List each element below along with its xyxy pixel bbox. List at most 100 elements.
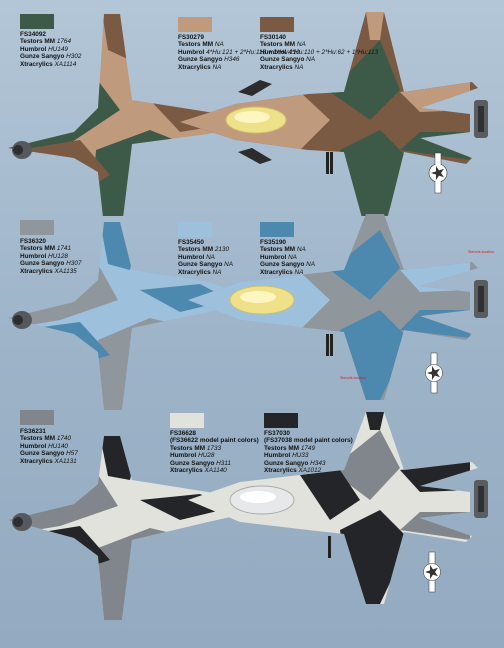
xtracrylics-value: XA1135	[54, 267, 77, 275]
legend-code: FS37030	[264, 430, 290, 437]
legend-subtitle: (FS36622 model paint colors)	[170, 437, 259, 445]
legend-code: FS35450	[178, 239, 204, 246]
testors-value: 1733	[206, 444, 222, 452]
brand-humbrol: Humbrol	[178, 253, 205, 261]
legend-fs37030: FS37030 (FS37038 model paint colors) Tes…	[264, 430, 353, 474]
brand-xtracrylics: Xtracrylics	[178, 63, 211, 71]
brand-xtracrylics: Xtracrylics	[178, 268, 211, 276]
gunze-value: NA	[306, 56, 316, 64]
brand-humbrol: Humbrol	[178, 48, 205, 56]
humbrol-value: HU33	[292, 452, 309, 460]
legend-code: FS36231	[20, 428, 46, 435]
swatch-fs37030	[264, 413, 298, 428]
testors-value: NA	[214, 41, 224, 49]
brand-xtracrylics: Xtracrylics	[264, 467, 297, 475]
legend-code: FS30279	[178, 34, 204, 41]
brand-humbrol: Humbrol	[260, 48, 287, 56]
gunze-value: NA	[306, 261, 316, 269]
legend-fs36628: FS36628 (FS36622 model paint colors) Tes…	[170, 430, 259, 474]
xtracrylics-value: XA1114	[54, 60, 77, 68]
brand-testors: Testors MM	[178, 41, 214, 49]
swatch-fs36231	[20, 410, 54, 425]
gunze-value: H57	[66, 450, 78, 458]
testors-value: NA	[296, 41, 306, 49]
gunze-value: NA	[224, 261, 234, 269]
legend-fs30140: FS30140 Testors MM NA Humbrol 4*Hu:110 +…	[260, 34, 378, 71]
humbrol-value: 4*Hu:110 + 2*Hu:62 + 1*Hu:113	[288, 48, 379, 56]
brand-gunze: Gunze Sangyo	[20, 450, 65, 458]
gunze-value: H307	[66, 260, 82, 268]
brand-humbrol: Humbrol	[20, 442, 47, 450]
swatch-fs30279	[178, 17, 212, 32]
legend-fs35450: FS35450 Testors MM 2130 Humbrol NA Gunze…	[178, 239, 233, 276]
legend-fs34092: FS34092 Testors MM 1764 Humbrol HU149 Gu…	[20, 31, 81, 68]
brand-testors: Testors MM	[20, 245, 56, 253]
brand-gunze: Gunze Sangyo	[260, 56, 305, 64]
legend-fs36320: FS36320 Testors MM 1741 Humbrol HU128 Gu…	[20, 238, 81, 275]
xtracrylics-value: XA1131	[54, 457, 77, 465]
swatch-fs36320	[20, 220, 54, 235]
brand-xtracrylics: Xtracrylics	[260, 63, 293, 71]
brand-xtracrylics: Xtracrylics	[260, 268, 293, 276]
brand-gunze: Gunze Sangyo	[264, 459, 309, 467]
brand-humbrol: Humbrol	[264, 452, 291, 460]
humbrol-value: NA	[206, 253, 215, 261]
brand-testors: Testors MM	[260, 41, 296, 49]
brand-testors: Testors MM	[260, 246, 296, 254]
testors-value: 1764	[56, 38, 72, 46]
legend-code: FS36320	[20, 238, 46, 245]
xtracrylics-value: NA	[212, 63, 222, 71]
testors-value: 1740	[56, 435, 72, 443]
legend-fs30279: FS30279 Testors MM NA Humbrol 4*Hu:121 +…	[178, 34, 300, 71]
brand-testors: Testors MM	[178, 246, 214, 254]
testors-value: 1749	[300, 444, 316, 452]
legend-code: FS35190	[260, 239, 286, 246]
brand-gunze: Gunze Sangyo	[170, 459, 215, 467]
legend-fs36231: FS36231 Testors MM 1740 Humbrol HU140 Gu…	[20, 428, 78, 465]
humbrol-value: HU140	[48, 442, 68, 450]
xtracrylics-value: NA	[294, 63, 304, 71]
gunze-value: H346	[224, 56, 240, 64]
swatch-fs30140	[260, 17, 294, 32]
legend-code: FS30140	[260, 34, 286, 41]
stencils-note: Stencils location	[468, 250, 494, 254]
brand-xtracrylics: Xtracrylics	[20, 267, 53, 275]
testors-value: NA	[296, 246, 306, 254]
brand-testors: Testors MM	[170, 444, 206, 452]
legend-code: FS34092	[20, 31, 46, 38]
brand-gunze: Gunze Sangyo	[20, 260, 65, 268]
brand-humbrol: Humbrol	[260, 253, 287, 261]
humbrol-value: HU128	[48, 252, 68, 260]
swatch-fs34092	[20, 14, 54, 29]
brand-gunze: Gunze Sangyo	[260, 261, 305, 269]
legend-subtitle: (FS37038 model paint colors)	[264, 437, 353, 445]
brand-humbrol: Humbrol	[170, 452, 197, 460]
brand-gunze: Gunze Sangyo	[178, 56, 223, 64]
humbrol-value: HU28	[198, 452, 215, 460]
xtracrylics-value: XA1012	[298, 467, 322, 475]
swatch-fs36628	[170, 413, 204, 428]
legend-fs35190: FS35190 Testors MM NA Humbrol NA Gunze S…	[260, 239, 315, 276]
brand-xtracrylics: Xtracrylics	[20, 457, 53, 465]
scheme-1-aircraft-illustration	[8, 12, 488, 216]
gunze-value: H343	[310, 459, 326, 467]
brand-xtracrylics: Xtracrylics	[170, 467, 203, 475]
brand-testors: Testors MM	[264, 444, 300, 452]
testors-value: 1741	[56, 245, 72, 253]
brand-humbrol: Humbrol	[20, 252, 47, 260]
brand-xtracrylics: Xtracrylics	[20, 60, 53, 68]
humbrol-value: 4*Hu:121 + 2*Hu:118 + 1*Hu:110	[206, 48, 300, 56]
humbrol-value: HU149	[48, 45, 68, 53]
xtracrylics-value: NA	[212, 268, 222, 276]
legend-code: FS36628	[170, 430, 196, 437]
swatch-fs35190	[260, 222, 294, 237]
swatch-fs35450	[178, 222, 212, 237]
brand-testors: Testors MM	[20, 435, 56, 443]
testors-value: 2130	[214, 246, 230, 254]
xtracrylics-value: NA	[294, 268, 304, 276]
gunze-value: H302	[66, 53, 82, 61]
gunze-value: H311	[216, 459, 231, 467]
brand-gunze: Gunze Sangyo	[178, 261, 223, 269]
humbrol-value: NA	[288, 253, 297, 261]
